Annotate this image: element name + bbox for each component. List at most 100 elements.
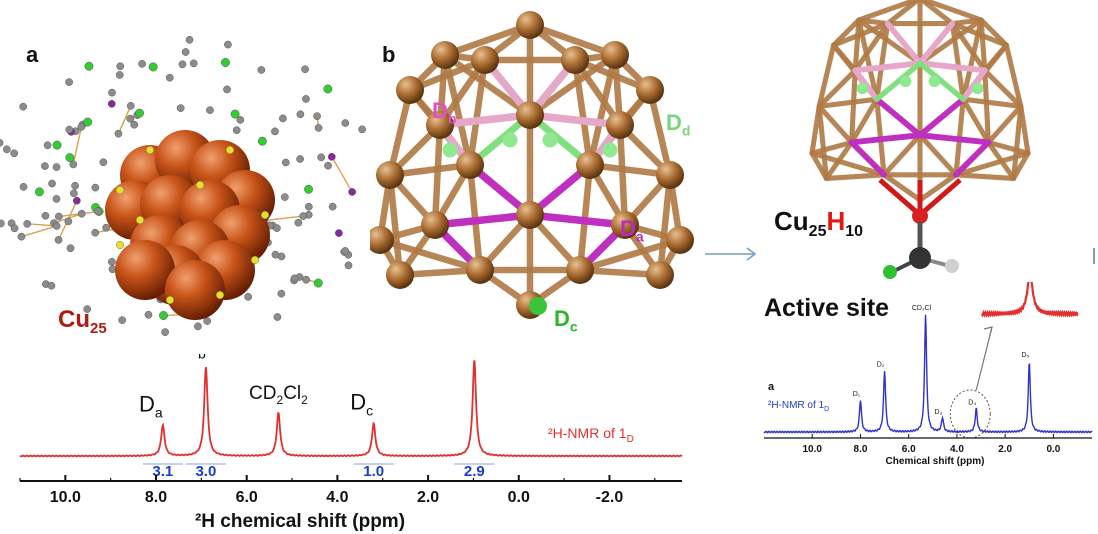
x-tick-label: 2.0 bbox=[417, 489, 439, 506]
inset-spectrum-line bbox=[981, 282, 1079, 318]
ligand-atom bbox=[135, 108, 144, 118]
oxygen-atom bbox=[912, 208, 928, 224]
ligand-bond bbox=[331, 156, 353, 193]
ligand-atom bbox=[41, 162, 49, 170]
cu-atom bbox=[471, 46, 499, 74]
peak-label: D₃ bbox=[935, 409, 943, 416]
highlight-circle bbox=[949, 389, 991, 439]
cu-atom bbox=[516, 11, 544, 39]
cu-cu-bond bbox=[576, 236, 684, 274]
cu-atom bbox=[426, 111, 454, 139]
cu-cu-bond bbox=[917, 172, 959, 203]
ligand-atom bbox=[43, 141, 52, 150]
site-label-da: Da bbox=[620, 216, 644, 245]
peak-label: D₂ bbox=[877, 362, 885, 369]
cu-cu-bond bbox=[586, 51, 619, 169]
cu-cu-bond bbox=[376, 236, 484, 274]
cu-cu-bond bbox=[386, 171, 404, 279]
ligand-atom bbox=[341, 119, 350, 127]
ligand-bond bbox=[21, 225, 57, 238]
da-bond bbox=[917, 132, 992, 146]
ligand-atom bbox=[48, 179, 56, 188]
ligand-atom bbox=[10, 224, 19, 233]
ligand-atom bbox=[108, 88, 116, 97]
x-tick-label: 2.0 bbox=[998, 444, 1012, 455]
copper-core bbox=[105, 130, 275, 320]
x-tick-label: 4.0 bbox=[326, 489, 348, 506]
cu-cu-bond bbox=[816, 42, 837, 109]
cu-atom bbox=[666, 226, 694, 254]
ligand-atom bbox=[52, 163, 61, 171]
core-framework bbox=[809, 0, 1031, 203]
ligand-atom bbox=[236, 116, 245, 124]
da-bond bbox=[848, 139, 887, 178]
cu-cu-bond bbox=[856, 0, 922, 23]
o-bond bbox=[918, 178, 962, 217]
da-bond bbox=[917, 96, 967, 139]
ligand-atom bbox=[118, 316, 127, 324]
ligand-atom bbox=[0, 219, 5, 228]
ligand-atom bbox=[107, 99, 116, 108]
ligand-atom bbox=[130, 120, 139, 129]
cu-atom bbox=[601, 41, 629, 69]
sulfur-atom bbox=[260, 210, 270, 220]
dd-bond bbox=[874, 60, 923, 102]
ligand-atom bbox=[181, 48, 190, 56]
db-bond bbox=[436, 111, 534, 129]
cu-cu-bond bbox=[849, 67, 858, 145]
cu-atom bbox=[656, 161, 684, 189]
ligand-atom bbox=[328, 202, 337, 211]
panel-a-letter: a bbox=[26, 42, 39, 67]
d-atom bbox=[928, 75, 941, 88]
ligand-atom bbox=[358, 125, 366, 134]
ligand-atom bbox=[203, 317, 212, 325]
cu-cu-bond bbox=[816, 96, 880, 109]
inset-arrow bbox=[975, 326, 993, 391]
cu-atom bbox=[396, 76, 424, 104]
d-atom bbox=[502, 132, 518, 148]
cu-cu-bond bbox=[816, 103, 829, 181]
ligand-atom bbox=[323, 84, 333, 94]
x-tick-label: 0.0 bbox=[1046, 444, 1060, 455]
ligand-atom bbox=[290, 274, 299, 283]
cu25-structure-image bbox=[0, 35, 366, 336]
ligand-atom bbox=[91, 228, 100, 237]
active-site-title: Active site bbox=[764, 294, 890, 322]
ligand-atom bbox=[301, 65, 309, 74]
cu-cu-bond bbox=[1003, 42, 1024, 109]
ligand-atom bbox=[17, 232, 26, 241]
cu-atom bbox=[606, 111, 634, 139]
ligand-atom bbox=[279, 114, 287, 123]
da-bond bbox=[526, 211, 629, 229]
d-atom bbox=[542, 132, 558, 148]
ligand-atom bbox=[257, 66, 266, 74]
ligand-atom bbox=[257, 136, 267, 146]
nmr-spectrum-main: ²H-NMR of 1DDa3.1Db3.0CD2Cl2Dc1.0Dd2.910… bbox=[19, 354, 683, 532]
ligand-atom bbox=[10, 149, 19, 158]
copper-atom bbox=[115, 240, 175, 300]
ligand-atom bbox=[126, 101, 135, 110]
ligand-atom bbox=[71, 181, 79, 190]
db-bond bbox=[917, 20, 956, 67]
ligand-atom bbox=[230, 109, 240, 119]
sulfur-atom bbox=[165, 295, 175, 305]
ligand-atom bbox=[313, 278, 323, 288]
ligand-atom bbox=[302, 275, 311, 284]
x-tick-label: 8.0 bbox=[145, 489, 167, 506]
ligand-atom bbox=[224, 40, 232, 49]
ligand-atom bbox=[335, 229, 343, 237]
spectrum-line bbox=[763, 314, 1093, 434]
ligand-atom bbox=[185, 35, 194, 44]
ligand-atom bbox=[189, 59, 198, 68]
cu-cu-bond bbox=[386, 86, 414, 179]
d-atom bbox=[899, 75, 912, 88]
cu-cu-bond bbox=[982, 67, 991, 145]
ligand-atom bbox=[294, 218, 303, 227]
ligand-bond bbox=[264, 215, 304, 222]
panel-b-cluster-core: b Db Dd Da Dc bbox=[370, 0, 700, 355]
d-atom bbox=[856, 82, 869, 95]
ligand-atom bbox=[114, 129, 123, 138]
ligand-atom bbox=[47, 281, 56, 290]
cu-cu-bond bbox=[441, 51, 534, 119]
